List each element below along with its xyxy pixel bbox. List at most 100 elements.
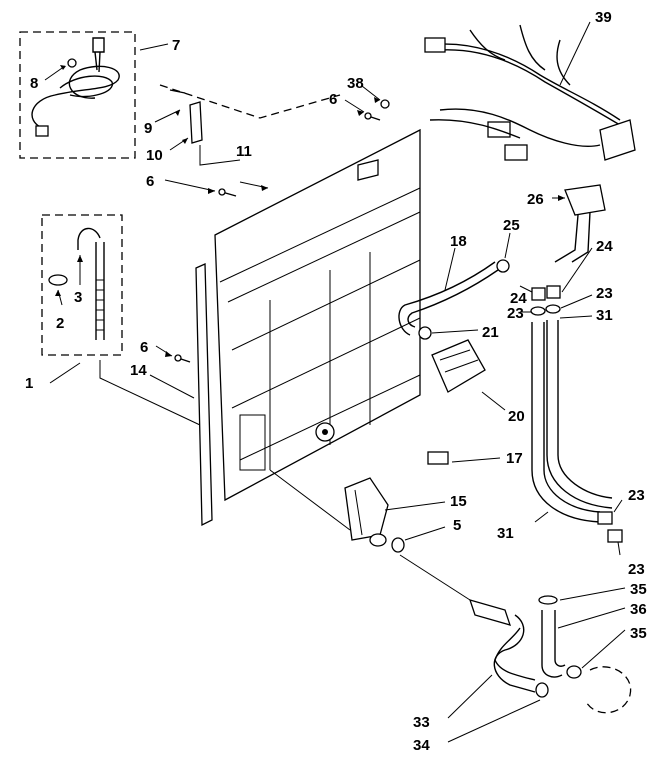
callout-8: 8 [30, 75, 38, 92]
fill-hose-box [41, 214, 123, 356]
callout-23-b: 23 [596, 285, 613, 302]
hose-18 [398, 261, 496, 336]
screw-6a [218, 188, 237, 197]
clip-38 [380, 99, 390, 109]
clamp-35b [566, 665, 582, 679]
leader-6c [344, 99, 365, 113]
callout-2: 2 [56, 315, 64, 332]
leader-arrows [55, 65, 565, 357]
leader-18 [444, 247, 456, 291]
clamp-25 [496, 259, 510, 273]
callout-23-d: 23 [628, 561, 645, 578]
cord-plug [35, 125, 49, 137]
callout-15: 15 [450, 493, 467, 510]
water-valve-26 [564, 184, 606, 216]
leader-24a [519, 285, 533, 293]
hose-18-group [398, 232, 511, 340]
callout-labels: 1 2 3 5 6 6 6 7 8 9 10 11 14 15 17 18 20… [25, 9, 647, 754]
callout-5: 5 [453, 517, 461, 534]
leader-33 [447, 674, 493, 719]
hose-threads [96, 279, 104, 331]
washer-23a [530, 306, 546, 316]
callout-38: 38 [347, 75, 364, 92]
leader-36 [557, 607, 626, 629]
leader-24b [561, 247, 593, 293]
part-5 [369, 526, 471, 601]
callout-35-b: 35 [630, 625, 647, 642]
callout-6-panel: 6 [140, 339, 148, 356]
rear-panel [149, 84, 421, 527]
callout-26: 26 [527, 191, 544, 208]
panel-cutout [239, 414, 266, 471]
callout-35-a: 35 [630, 581, 647, 598]
screw-6c [364, 112, 381, 121]
fitting-24a [531, 287, 546, 301]
screw-6b [174, 354, 191, 363]
strain-relief-8 [67, 58, 77, 68]
callout-6-left: 6 [146, 173, 154, 190]
callout-39: 39 [595, 9, 612, 26]
leader-25 [504, 232, 511, 259]
water-valve-assembly [519, 184, 623, 556]
wire-harness [424, 21, 636, 161]
leader-21 [431, 329, 479, 334]
clamp-35a [538, 595, 558, 605]
power-cord [31, 65, 120, 129]
side-strip-14 [195, 263, 213, 527]
leader-38 [361, 85, 381, 101]
part-15 [269, 469, 446, 541]
callout-6-top: 6 [329, 91, 337, 108]
part-17 [427, 451, 501, 465]
leader-15 [384, 501, 446, 511]
inlet-hose-31b [546, 320, 613, 509]
callout-7: 7 [172, 37, 180, 54]
leader-39 [559, 21, 591, 86]
harness-connector-a [424, 37, 446, 53]
leader-6a [164, 179, 216, 192]
leader-35a [559, 587, 626, 601]
fill-hose-kit-group [41, 214, 201, 426]
elbow-36 [538, 587, 632, 714]
callout-3: 3 [74, 289, 82, 306]
hook-3 [77, 227, 101, 250]
leader-7 [139, 43, 169, 51]
pump-20 [431, 339, 506, 411]
cord-route-line [159, 84, 341, 119]
callout-23-c: 23 [628, 487, 645, 504]
leader-31b [534, 511, 549, 523]
panel-body [214, 128, 421, 502]
harness-connector-c [504, 144, 528, 161]
callout-24-a: 24 [510, 290, 527, 307]
leader-1 [49, 362, 81, 384]
hose-route-line [99, 360, 201, 426]
callout-23-a: 23 [507, 305, 524, 322]
leader-17 [451, 457, 501, 463]
callout-25: 25 [503, 217, 520, 234]
drain-outlet [584, 666, 632, 714]
washer-23b [545, 304, 561, 314]
fitting-24b [546, 285, 561, 299]
power-cord-group [19, 31, 169, 159]
washer-2 [48, 274, 68, 286]
leader-20 [481, 391, 506, 411]
callout-18: 18 [450, 233, 467, 250]
drain-hose-33 [447, 599, 549, 743]
cord-connector [92, 37, 105, 73]
clamp-21 [418, 326, 432, 340]
callout-1: 1 [25, 375, 33, 392]
callout-14: 14 [130, 362, 147, 379]
inlet-hose-31a [531, 322, 601, 523]
callout-21: 21 [482, 324, 499, 341]
callout-10: 10 [146, 147, 163, 164]
callout-36: 36 [630, 601, 647, 618]
callout-17: 17 [506, 450, 523, 467]
leader-35b [581, 629, 626, 669]
bracket-10 [189, 101, 203, 144]
screw-9 [169, 89, 186, 94]
leader-5 [404, 526, 446, 541]
callout-20: 20 [508, 408, 525, 425]
power-cord-coil [59, 75, 113, 98]
callout-9: 9 [144, 120, 152, 137]
